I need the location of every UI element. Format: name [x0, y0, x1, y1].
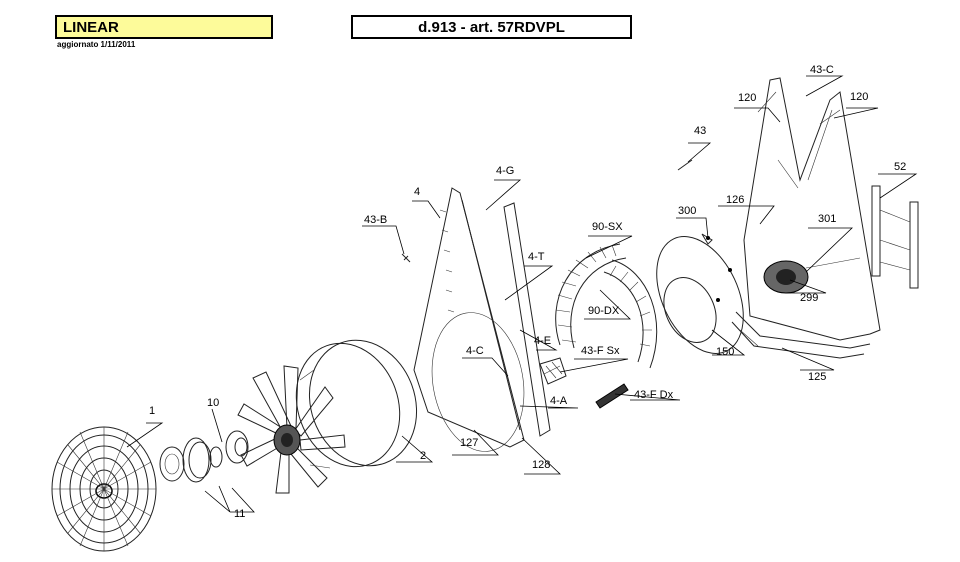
- part-labels: 1 10 11 2 127 128 4 4-G 43-B 4-T 4-E 4-C…: [149, 64, 906, 520]
- label-43fdx: 43-F Dx: [634, 389, 674, 401]
- fan-ring: [295, 339, 418, 469]
- hub-assembly: [159, 430, 249, 483]
- inlet-plate: [656, 233, 744, 354]
- label-1: 1: [149, 405, 155, 417]
- label-120-right: 120: [850, 91, 868, 103]
- label-300: 300: [678, 205, 696, 217]
- screws: [401, 159, 732, 302]
- label-150: 150: [716, 346, 734, 358]
- label-4t: 4-T: [528, 251, 545, 263]
- label-52: 52: [894, 161, 906, 173]
- label-120-left: 120: [738, 92, 756, 104]
- label-301: 301: [818, 213, 836, 225]
- impeller: [237, 365, 346, 494]
- label-43: 43: [694, 125, 706, 137]
- update-date: aggiornato 1/11/2011: [57, 40, 136, 49]
- segment-ring-sx: [555, 243, 627, 349]
- front-grille: [51, 426, 157, 552]
- label-10: 10: [207, 397, 219, 409]
- label-4e: 4-E: [534, 335, 551, 347]
- label-125: 125: [808, 371, 826, 383]
- label-2: 2: [420, 450, 426, 462]
- segment-ring-dx: [603, 259, 658, 369]
- model-title: d.913 - art. 57RDVPL: [351, 15, 632, 39]
- mesh-43f: [539, 357, 629, 409]
- label-126: 126: [726, 194, 744, 206]
- label-43b: 43-B: [364, 214, 387, 226]
- label-128: 128: [532, 459, 550, 471]
- leader-lines: [126, 75, 918, 513]
- label-4a: 4-A: [550, 395, 568, 407]
- base-rails: [731, 311, 871, 359]
- rear-panel: [743, 77, 881, 341]
- brand-title: LINEAR: [55, 15, 273, 39]
- label-4: 4: [414, 186, 420, 198]
- front-panel: [413, 187, 551, 452]
- label-299: 299: [800, 292, 818, 304]
- label-43c: 43-C: [810, 64, 834, 76]
- side-bracket: [871, 185, 919, 289]
- label-11: 11: [234, 508, 245, 520]
- label-90sx: 90-SX: [592, 221, 623, 233]
- label-43fsx: 43-F Sx: [581, 345, 620, 357]
- label-4g: 4-G: [496, 165, 514, 177]
- label-4c: 4-C: [466, 345, 484, 357]
- label-127: 127: [460, 437, 478, 449]
- label-90dx: 90-DX: [588, 305, 620, 317]
